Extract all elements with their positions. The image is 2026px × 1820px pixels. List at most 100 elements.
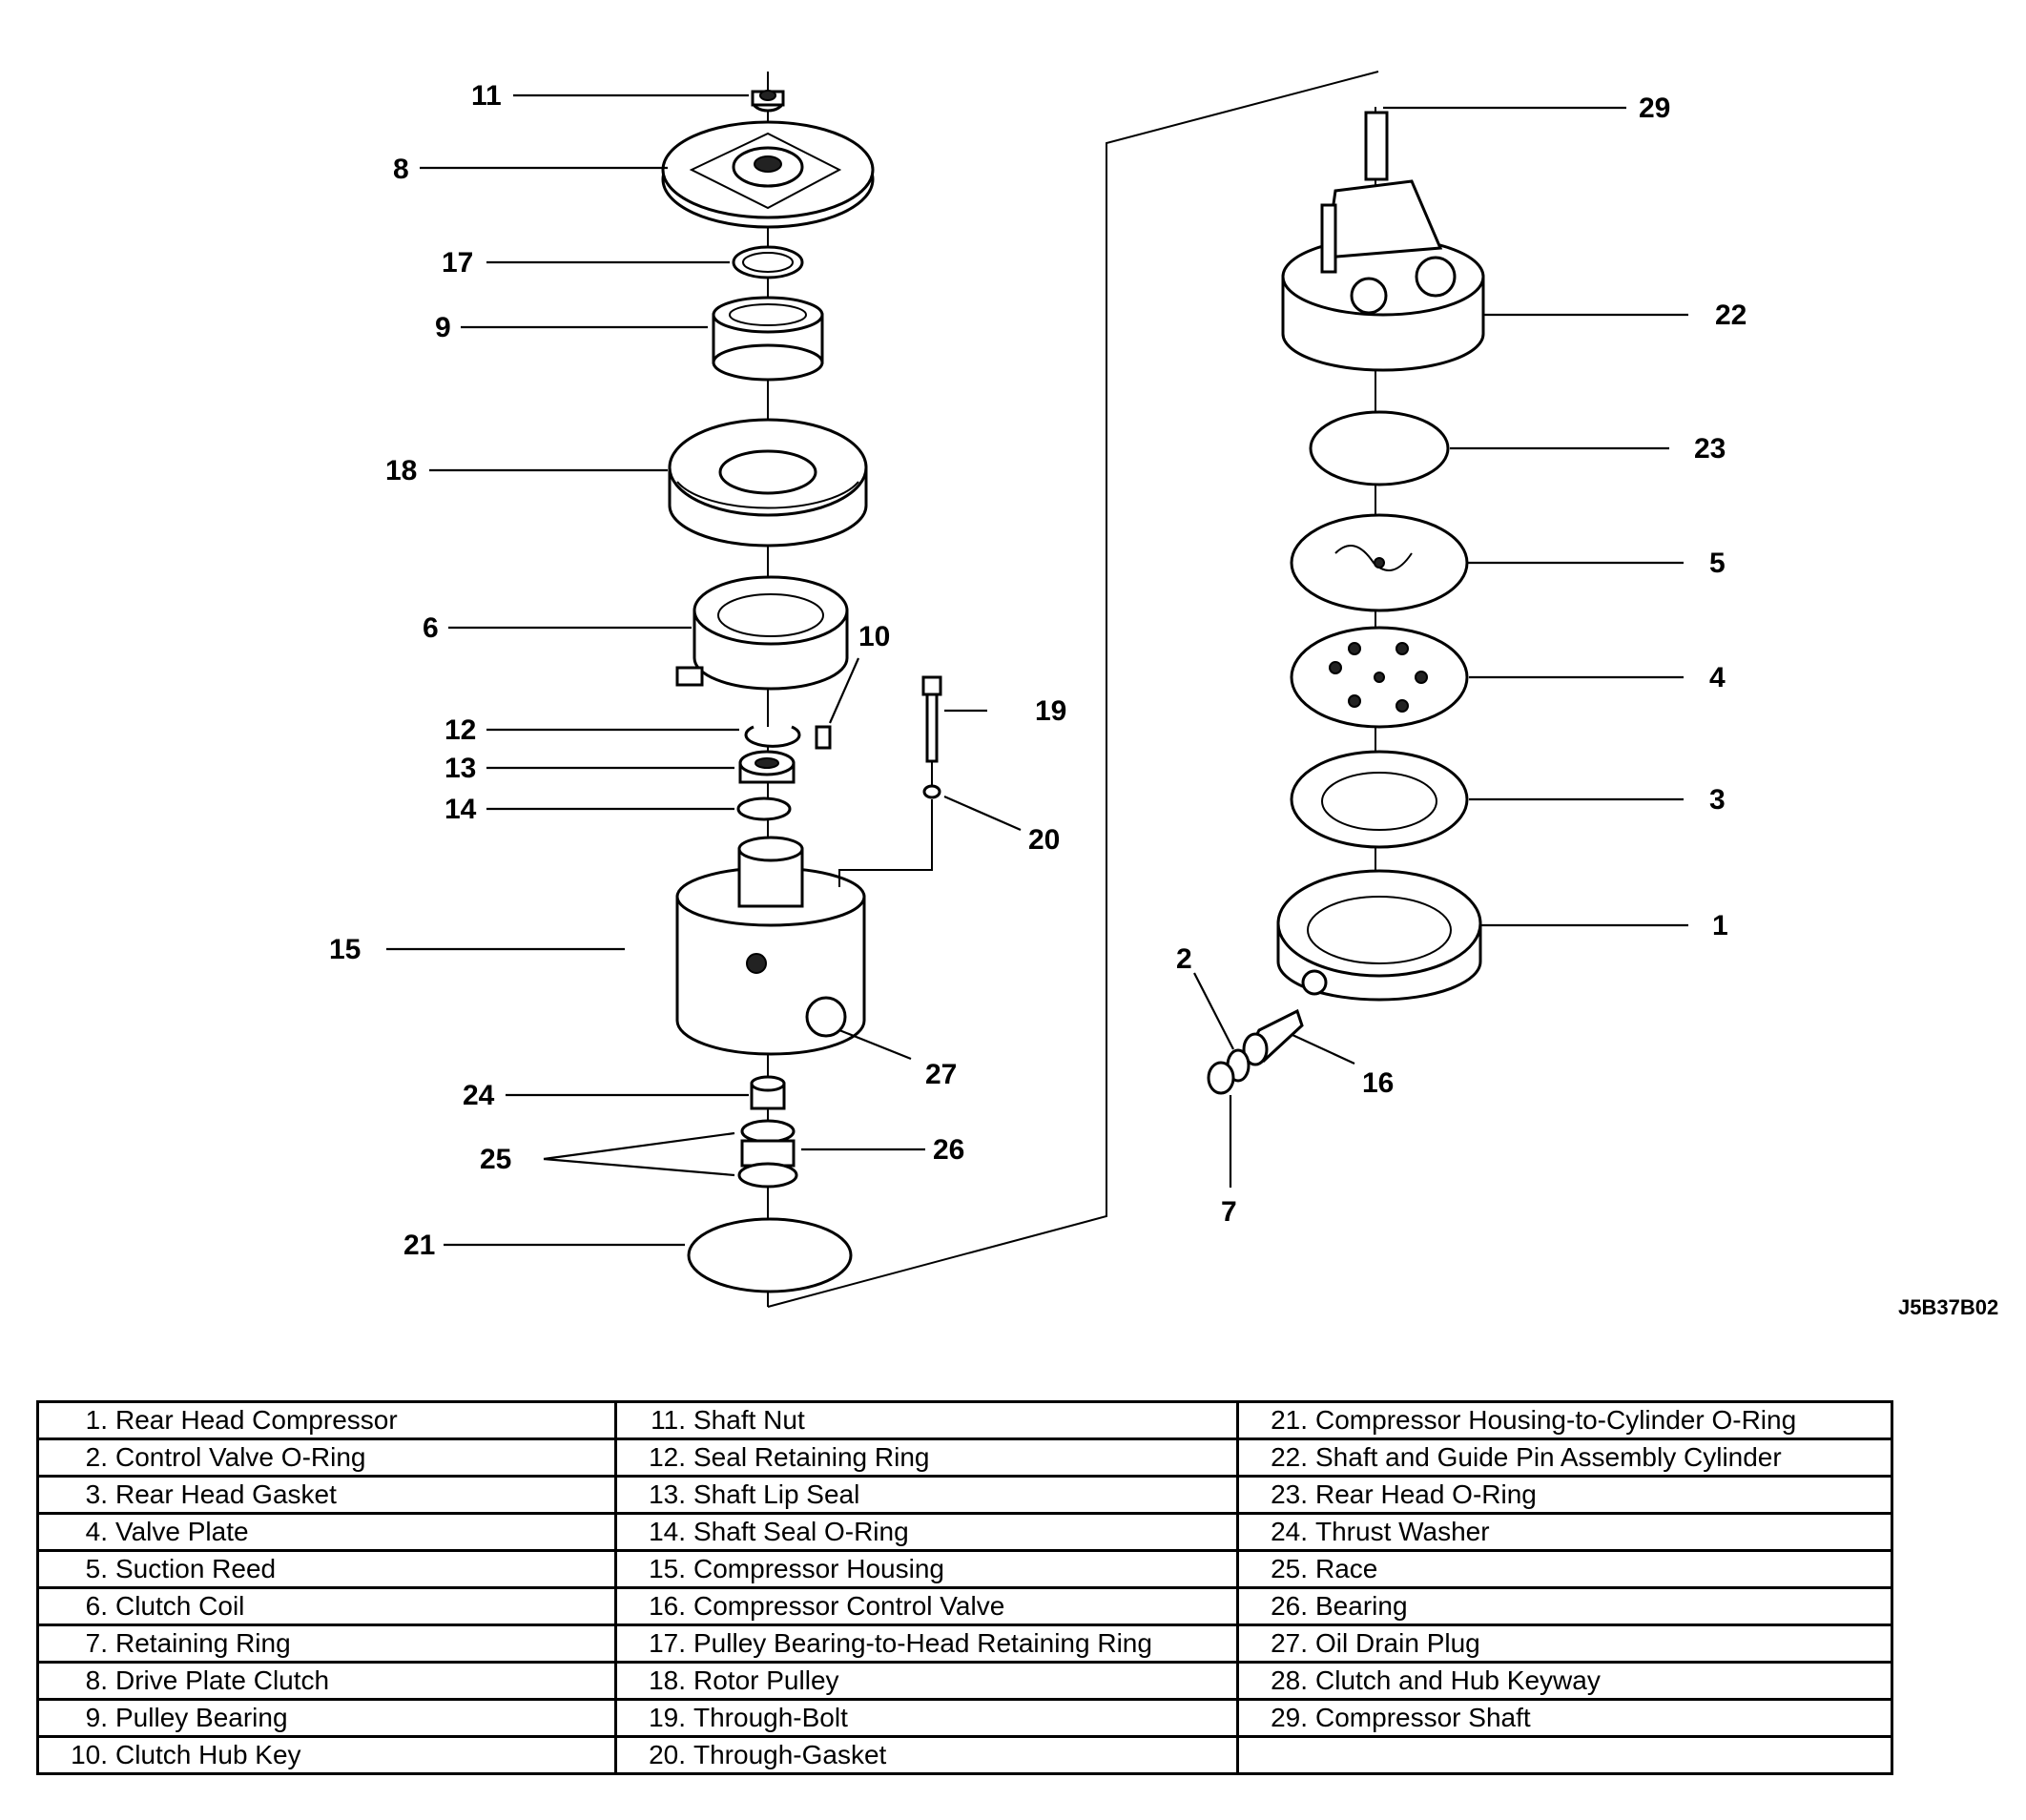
legend-label: Compressor Housing-to-Cylinder O-Ring (1315, 1405, 1797, 1435)
legend-cell: 26.Bearing (1236, 1586, 1893, 1626)
part-rear-head-o-ring (1309, 410, 1450, 486)
legend-label: Oil Drain Plug (1315, 1628, 1480, 1658)
callout-27: 27 (925, 1059, 957, 1090)
legend-label: Seal Retaining Ring (693, 1442, 930, 1472)
part-compressor-housing (675, 836, 866, 1056)
callout-26: 26 (933, 1134, 964, 1166)
legend-label: Compressor Shaft (1315, 1703, 1531, 1732)
part-clutch-hub-key (815, 725, 832, 750)
callout-17: 17 (442, 247, 473, 279)
legend-cell: 20.Through-Gasket (614, 1735, 1239, 1775)
legend-number: 15. (649, 1554, 686, 1583)
legend-label: Clutch Coil (115, 1591, 245, 1621)
legend-cell: 18.Rotor Pulley (614, 1661, 1239, 1701)
legend-cell: 12.Seal Retaining Ring (614, 1437, 1239, 1478)
legend-number: 27. (1271, 1628, 1308, 1658)
part-shaft-seal-o-ring (736, 796, 792, 821)
legend-label: Suction Reed (115, 1554, 277, 1583)
legend-cell: 8.Drive Plate Clutch (36, 1661, 617, 1701)
legend-number: 14. (649, 1517, 686, 1546)
legend-number: 8. (85, 1665, 108, 1695)
legend-row: 5.Suction Reed 15.Compressor Housing 25.Ra… (36, 1549, 1893, 1589)
legend-number: 28. (1271, 1665, 1308, 1695)
legend-cell: 28.Clutch and Hub Keyway (1236, 1661, 1893, 1701)
callout-5: 5 (1709, 548, 1726, 579)
legend-label: Control Valve O-Ring (115, 1442, 366, 1472)
part-valve-plate (1290, 626, 1469, 729)
legend-number: 24. (1271, 1517, 1308, 1546)
legend-number: 23. (1271, 1479, 1308, 1509)
callout-29: 29 (1639, 93, 1670, 124)
callout-12: 12 (444, 714, 476, 746)
legend-label: Shaft and Guide Pin Assembly Cylinder (1315, 1442, 1782, 1472)
legend-label: Shaft Nut (693, 1405, 805, 1435)
legend-cell: 17.Pulley Bearing-to-Head Retaining Ring (614, 1624, 1239, 1664)
part-retaining-ring (1207, 1061, 1235, 1095)
part-seal-retaining-ring (744, 725, 801, 748)
callout-19: 19 (1035, 695, 1066, 727)
figure-id: J5B37B02 (1898, 1295, 1998, 1319)
legend-cell: 10.Clutch Hub Key (36, 1735, 617, 1775)
callout-11: 11 (471, 80, 502, 112)
legend-number: 7. (85, 1628, 108, 1658)
part-pulley-retaining-ring (732, 245, 804, 279)
legend-cell: 25.Race (1236, 1549, 1893, 1589)
legend-label: Bearing (1315, 1591, 1408, 1621)
legend-cell: 14.Shaft Seal O-Ring (614, 1512, 1239, 1552)
callout-15: 15 (329, 934, 361, 965)
callout-23: 23 (1694, 433, 1726, 465)
legend-cell: 6.Clutch Coil (36, 1586, 617, 1626)
legend-label: Shaft Seal O-Ring (693, 1517, 909, 1546)
assembly-connector-line (767, 71, 1379, 1308)
legend-label: Compressor Housing (693, 1554, 944, 1583)
legend-label: Drive Plate Clutch (115, 1665, 330, 1695)
part-rear-head-compressor (1276, 869, 1482, 1002)
legend-cell: 2.Control Valve O-Ring (36, 1437, 617, 1478)
legend-cell: 27.Oil Drain Plug (1236, 1624, 1893, 1664)
callout-7: 7 (1221, 1196, 1237, 1228)
part-shaft-nut (751, 90, 785, 113)
callout-24: 24 (463, 1080, 495, 1111)
callout-1: 1 (1712, 910, 1728, 941)
legend-number: 5. (85, 1554, 108, 1583)
part-rear-head-gasket (1290, 750, 1469, 849)
legend-number: 22. (1271, 1442, 1308, 1472)
leader-lines (386, 93, 1688, 1247)
part-shaft-guide-pin-cylinder (1281, 111, 1485, 372)
legend-label: Clutch and Hub Keyway (1315, 1665, 1601, 1695)
part-drive-plate-clutch (661, 120, 875, 229)
callout-3: 3 (1709, 784, 1726, 816)
legend-cell: 21.Compressor Housing-to-Cylinder O-Ring (1236, 1400, 1893, 1440)
part-suction-reed (1290, 513, 1469, 612)
legend-label: Thrust Washer (1315, 1517, 1490, 1546)
legend-cell: 19.Through-Bolt (614, 1698, 1239, 1738)
legend-cell: 9.Pulley Bearing (36, 1698, 617, 1738)
legend-label: Pulley Bearing-to-Head Retaining Ring (693, 1628, 1152, 1658)
part-shaft-lip-seal (738, 750, 796, 784)
callout-13: 13 (444, 753, 476, 784)
legend-cell: 7.Retaining Ring (36, 1624, 617, 1664)
legend-cell: 29.Compressor Shaft (1236, 1698, 1893, 1738)
legend-label: Rear Head Compressor (115, 1405, 398, 1435)
part-through-bolt (921, 675, 942, 763)
legend-cell: 23.Rear Head O-Ring (1236, 1475, 1893, 1515)
legend-number: 3. (85, 1479, 108, 1509)
part-pulley-bearing (712, 296, 824, 382)
legend-label: Through-Bolt (693, 1703, 848, 1732)
callout-10: 10 (858, 621, 890, 652)
legend-label: Clutch Hub Key (115, 1740, 301, 1769)
legend-number: 21. (1271, 1405, 1308, 1435)
legend-label: Valve Plate (115, 1517, 249, 1546)
legend-number: 13. (649, 1479, 686, 1509)
legend-cell: 1.Rear Head Compressor (36, 1400, 617, 1440)
legend-number: 9. (85, 1703, 108, 1732)
legend-label: Compressor Control Valve (693, 1591, 1005, 1621)
callout-16: 16 (1362, 1067, 1394, 1099)
callout-8: 8 (393, 154, 409, 185)
callout-18: 18 (385, 455, 417, 486)
